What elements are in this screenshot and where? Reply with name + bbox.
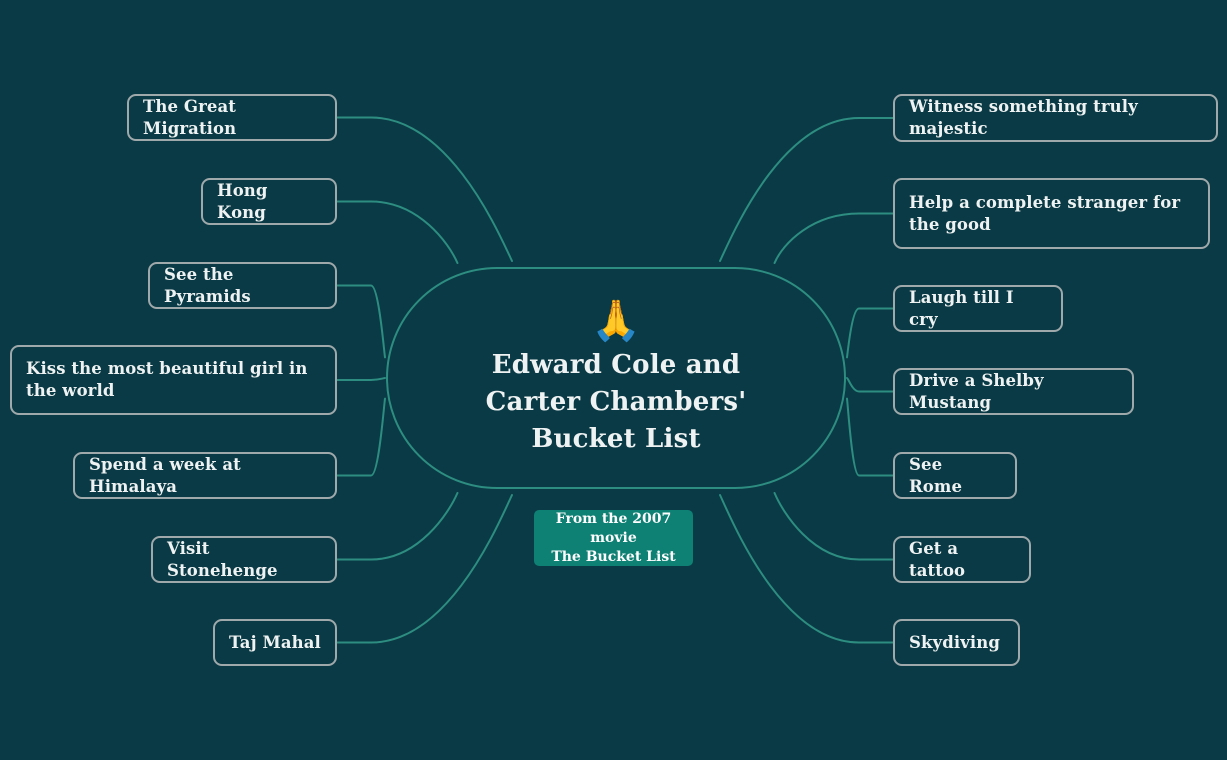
source-badge: From the 2007 movie The Bucket List xyxy=(534,510,693,566)
connector xyxy=(336,491,459,561)
mindmap-node-laugh-till-i-cry[interactable]: Laugh till I cry xyxy=(893,285,1063,332)
connector xyxy=(336,494,513,644)
mindmap-node-the-great-migration[interactable]: The Great Migration xyxy=(127,94,337,141)
connector xyxy=(336,377,386,381)
connector xyxy=(846,377,894,393)
mindmap-node-see-rome[interactable]: See Rome xyxy=(893,452,1017,499)
connector xyxy=(336,284,386,359)
mindmap-node-skydiving[interactable]: Skydiving xyxy=(893,619,1020,666)
connector xyxy=(846,397,894,477)
connector xyxy=(336,116,513,262)
connector xyxy=(719,117,894,262)
mindmap-node-spend-a-week-at-himalaya[interactable]: Spend a week at Himalaya xyxy=(73,452,337,499)
central-node[interactable]: 🙏 Edward Cole and Carter Chambers' Bucke… xyxy=(386,267,846,489)
mindmap-node-hong-kong[interactable]: Hong Kong xyxy=(201,178,337,225)
connector xyxy=(336,200,459,265)
connector xyxy=(773,212,894,265)
central-node-title: Edward Cole and Carter Chambers' Bucket … xyxy=(485,349,747,454)
mindmap-node-witness-something-truly-majestic[interactable]: Witness something truly majestic xyxy=(893,94,1218,142)
mindmap-node-taj-mahal[interactable]: Taj Mahal xyxy=(213,619,337,666)
folded-hands-emoji: 🙏 xyxy=(591,297,641,344)
mindmap-node-kiss-the-most-beautiful-girl-in-the-world[interactable]: Kiss the most beautiful girl in the worl… xyxy=(10,345,337,415)
mindmap-node-drive-a-shelby-mustang[interactable]: Drive a Shelby Mustang xyxy=(893,368,1134,415)
connector xyxy=(336,397,386,477)
mindmap-node-get-a-tattoo[interactable]: Get a tattoo xyxy=(893,536,1031,583)
mindmap-node-visit-stonehenge[interactable]: Visit Stonehenge xyxy=(151,536,337,583)
mindmap-node-help-a-complete-stranger-for-the-good[interactable]: Help a complete stranger for the good xyxy=(893,178,1210,249)
connector xyxy=(846,307,894,359)
mindmap-node-see-the-pyramids[interactable]: See the Pyramids xyxy=(148,262,337,309)
connector xyxy=(773,491,894,561)
connector xyxy=(719,494,894,644)
